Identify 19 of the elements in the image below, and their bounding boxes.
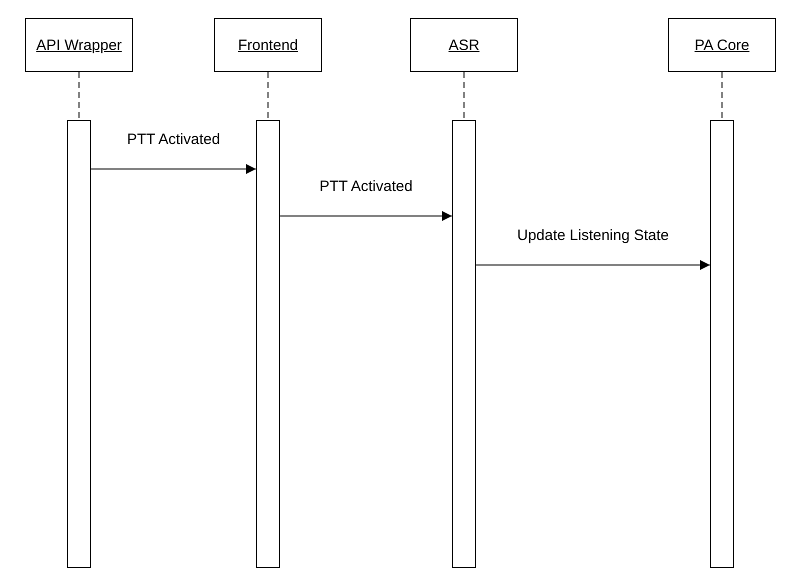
lifeline-header-box xyxy=(25,18,133,72)
activation-bar xyxy=(256,120,280,568)
message-label: Update Listening State xyxy=(517,227,669,244)
message-arrow xyxy=(280,211,452,221)
lifeline-header-box xyxy=(410,18,518,72)
lifeline-header-box xyxy=(214,18,322,72)
participant-name: Frontend xyxy=(238,36,298,54)
lifeline xyxy=(78,72,80,120)
message-label: PTT Activated xyxy=(319,178,413,195)
participant-name: ASR xyxy=(448,36,480,54)
participant-name: API Wrapper xyxy=(36,36,122,54)
participant-name: PA Core xyxy=(694,36,750,54)
message-arrow xyxy=(90,164,256,174)
lifeline-header-box xyxy=(668,18,776,72)
activation-bar xyxy=(452,120,476,568)
activation-bar xyxy=(67,120,91,568)
message-label: PTT Activated xyxy=(126,131,220,148)
activation-bar xyxy=(710,120,734,568)
message-arrow xyxy=(476,260,710,270)
